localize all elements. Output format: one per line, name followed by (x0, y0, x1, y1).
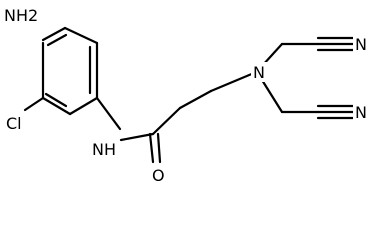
upper-nitrile-nitrogen-label: N (355, 35, 367, 54)
lower-nitrile-n-background (353, 102, 369, 122)
atom-labels: NH2 Cl NH O N N N (4, 6, 369, 185)
bond-ring-to-nh (95, 96, 122, 131)
bond-chain-1 (151, 106, 182, 136)
bond-ring-bottom-right (68, 96, 99, 116)
chemical-structure-diagram: NH2 Cl NH O N N N (4, 6, 369, 185)
bond-carbonyl-double-a (148, 132, 155, 164)
bond-chain-3 (209, 71, 256, 93)
bond-nh-to-carbonyl (119, 132, 155, 142)
bond-chain-2 (178, 89, 213, 110)
carbonyl-oxygen-label: O (152, 166, 165, 185)
bond-ring-bottom-left-inner (44, 92, 68, 108)
bond-n-lower-arm (260, 78, 284, 114)
amine-label: NH2 (4, 6, 38, 25)
bond-ring-to-chloro (23, 96, 45, 112)
tertiary-n-background (251, 62, 267, 82)
bonds (23, 26, 357, 164)
bond-ring-top-left-inner (46, 33, 68, 47)
bond-carbonyl-double-b (156, 132, 162, 164)
upper-nitrile-n-background (353, 34, 369, 54)
lower-nitrile-nitrogen-label: N (355, 103, 367, 122)
bond-ring-top-right (63, 26, 99, 45)
chloro-label: Cl (6, 114, 22, 133)
bond-ring-bottom-left (41, 96, 72, 116)
amide-nh-label: NH (92, 140, 116, 159)
bond-ring-top-left (41, 26, 67, 42)
tertiary-nitrogen-label: N (253, 63, 265, 82)
